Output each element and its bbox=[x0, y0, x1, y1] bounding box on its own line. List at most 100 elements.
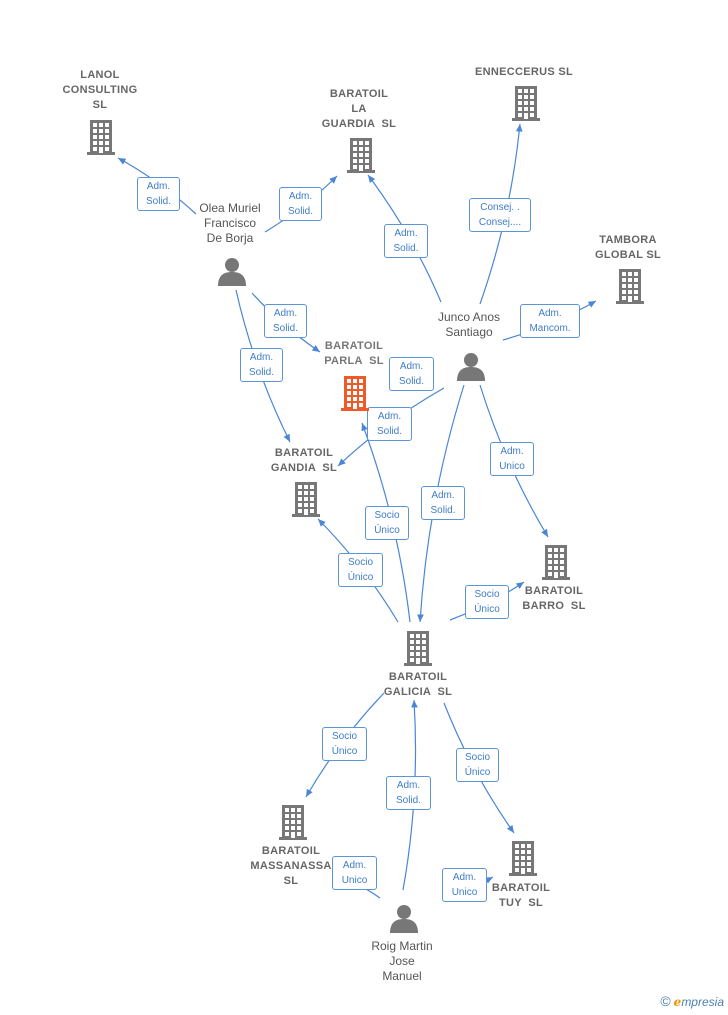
edge-label-line: Mancom. bbox=[529, 323, 571, 334]
edge-label-line: Consej.... bbox=[478, 217, 522, 228]
edge-label-olea-lanol[interactable]: Adm.Solid. bbox=[137, 177, 180, 211]
node-label-line: Francisco bbox=[203, 216, 256, 230]
edge-label-line: Único bbox=[474, 604, 500, 615]
edge-label-line: Unico bbox=[499, 461, 525, 472]
edge-label-line: Solid. bbox=[145, 196, 171, 207]
node-label-line: Santiago bbox=[445, 325, 493, 339]
node-label-barro[interactable]: BARATOIL BARRO SL bbox=[494, 584, 614, 614]
node-label-line: ENNECCERUS SL bbox=[474, 66, 574, 78]
node-label-line: Olea Muriel bbox=[199, 201, 261, 215]
edge-label-junco-enneccerus[interactable]: Consej. . Consej.... bbox=[469, 198, 531, 232]
node-label-line: BARATOIL bbox=[388, 671, 448, 683]
edge-label-junco-tambora[interactable]: Adm. Mancom. bbox=[520, 304, 580, 338]
edge-label-line: Socio bbox=[331, 731, 357, 742]
building-icon-tuy[interactable] bbox=[507, 840, 539, 881]
edge-label-line: Adm. bbox=[394, 228, 418, 239]
building-icon-massanassa[interactable] bbox=[277, 804, 309, 845]
node-label-line: TAMBORA bbox=[599, 234, 657, 246]
edge-label-line: Solid. bbox=[398, 376, 424, 387]
node-label-tambora[interactable]: TAMBORA GLOBAL SL bbox=[568, 233, 688, 263]
building-icon-tambora[interactable] bbox=[614, 268, 646, 309]
person-icon-junco[interactable] bbox=[456, 351, 486, 386]
brand-name: mpresia bbox=[681, 995, 724, 1009]
node-label-line: BARRO SL bbox=[522, 600, 586, 612]
node-label-line: Junco Anos bbox=[437, 310, 501, 324]
node-label-line: Roig Martin bbox=[371, 939, 433, 953]
edge-label-line: Consej. . bbox=[480, 202, 520, 213]
node-label-line: BARATOIL bbox=[524, 585, 584, 597]
edge-label-junco-parla[interactable]: Adm.Solid. bbox=[389, 357, 434, 391]
edge-label-line: Adm. bbox=[538, 308, 562, 319]
node-label-lanol[interactable]: LANOL CONSULTING SL bbox=[40, 68, 160, 113]
brand-initial: e bbox=[673, 995, 682, 1009]
edge-label-roig-massanassa[interactable]: Adm. Unico bbox=[332, 856, 377, 890]
edge-label-junco-guardia[interactable]: Adm.Solid. bbox=[384, 224, 428, 258]
edge-label-line: Adm. bbox=[249, 352, 274, 363]
node-label-line: PARLA SL bbox=[324, 355, 384, 367]
person-icon-roig[interactable] bbox=[389, 903, 419, 938]
building-icon-parla[interactable] bbox=[339, 375, 371, 416]
node-label-line: LANOL bbox=[80, 69, 120, 81]
edge-label-line: Adm. bbox=[288, 191, 313, 202]
edge-label-olea-guardia[interactable]: Adm. Solid. bbox=[279, 187, 322, 221]
building-icon-lanol[interactable] bbox=[85, 119, 117, 160]
building-icon-galicia[interactable] bbox=[402, 630, 434, 671]
edge-label-line: Adm. bbox=[273, 308, 298, 319]
node-label-line: GALICIA SL bbox=[383, 686, 453, 698]
node-label-line: GLOBAL SL bbox=[594, 249, 662, 261]
edge-label-line: Unico bbox=[451, 887, 478, 898]
edge-label-line: Único bbox=[374, 525, 400, 536]
edge-label-line: Solid. bbox=[272, 323, 298, 334]
edge-label-junco-barro[interactable]: Adm. Unico bbox=[490, 442, 534, 476]
footer-brand: ©empresia bbox=[660, 993, 724, 1009]
edge-label-line: Solid. bbox=[248, 367, 274, 378]
edge-label-olea-gandia[interactable]: Adm. Solid. bbox=[240, 348, 283, 382]
building-icon-guardia[interactable] bbox=[345, 137, 377, 178]
node-label-line: De Borja bbox=[206, 231, 254, 245]
edge-label-roig-galicia[interactable]: Adm.Solid. bbox=[386, 776, 431, 810]
node-label-enneccerus[interactable]: ENNECCERUS SL bbox=[464, 65, 584, 80]
edge-label-line: Adm. bbox=[342, 860, 367, 871]
edge-label-line: Solid. bbox=[376, 426, 402, 437]
building-icon-barro[interactable] bbox=[540, 544, 572, 585]
edge-label-line: Adm. bbox=[452, 872, 477, 883]
edge-label-roig-tuy[interactable]: Adm. Unico bbox=[442, 868, 487, 902]
edge-label-line: Solid. bbox=[287, 206, 313, 217]
edge-label-junco-galicia[interactable]: Adm. Solid. bbox=[421, 486, 465, 520]
edge-label-line: Único bbox=[331, 746, 358, 757]
node-label-line: CONSULTING bbox=[62, 84, 138, 96]
node-label-line: BARATOIL bbox=[491, 882, 551, 894]
edge-label-line: Solid. bbox=[430, 505, 456, 516]
building-icon-gandia[interactable] bbox=[290, 481, 322, 522]
node-label-line: SL bbox=[92, 99, 108, 111]
edge-label-line: Adm. bbox=[431, 490, 455, 501]
edge-label-line: Socio bbox=[374, 510, 400, 521]
building-icon-enneccerus[interactable] bbox=[510, 85, 542, 126]
edge-label-line: Socio bbox=[474, 589, 500, 600]
edge-label-line: Adm. bbox=[500, 446, 524, 457]
edge-label-line: Unico bbox=[341, 875, 368, 886]
edge-label-olea-parla[interactable]: Adm. Solid. bbox=[264, 304, 307, 338]
node-label-line: Manuel bbox=[382, 969, 422, 983]
copyright-icon: © bbox=[660, 993, 671, 1009]
node-label-line: BARATOIL bbox=[261, 845, 321, 857]
edge-label-line: Socio bbox=[347, 557, 373, 568]
edge-label-line: Solid. bbox=[395, 795, 421, 806]
node-label-line: MASSANASSA bbox=[250, 860, 332, 872]
edge-label-junco-gandia[interactable]: Adm.Solid. bbox=[367, 407, 412, 441]
person-icon-olea[interactable] bbox=[217, 256, 247, 291]
node-label-galicia[interactable]: BARATOIL GALICIA SL bbox=[358, 670, 478, 700]
